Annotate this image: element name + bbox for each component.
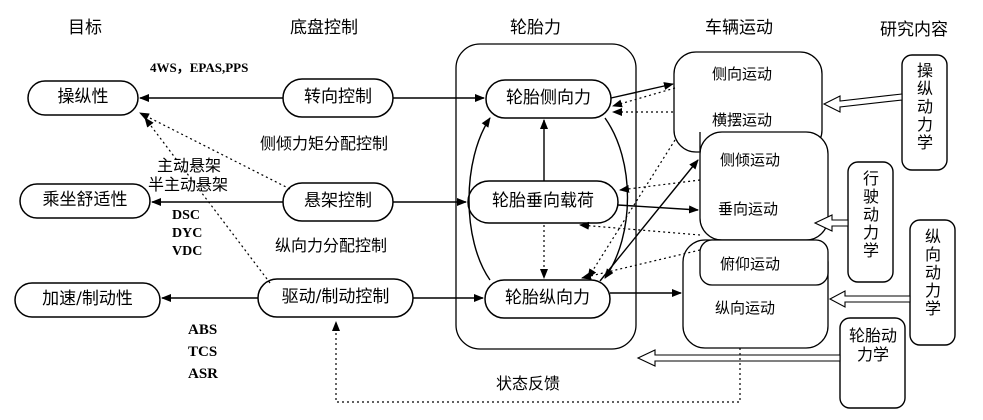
annotation-dsc: DSC <box>172 208 201 223</box>
goal-handling-label: 操纵性 <box>57 87 109 107</box>
motion-lateral-label: 侧向运动 <box>712 65 773 83</box>
annotation-abs: ABS <box>188 322 218 338</box>
goal-accel-label: 加速/制动性 <box>42 289 133 309</box>
control-susp-label: 悬架控制 <box>304 191 372 211</box>
tire-vertical-label: 轮胎垂向载荷 <box>492 191 594 211</box>
annotation-tcs: TCS <box>188 344 218 360</box>
annotation-active-suspension: 主动悬架 <box>157 156 222 175</box>
motion-yaw-label: 横摆运动 <box>712 111 773 129</box>
research-box-long <box>909 219 956 346</box>
goal-box-handling <box>27 80 139 116</box>
tire-force-group-frame <box>455 43 637 350</box>
tire-box-longitudinal <box>484 279 611 319</box>
annotation-vdc: VDC <box>172 244 203 259</box>
research-box-tire <box>839 317 906 409</box>
header-research: 研究内容 <box>880 20 948 40</box>
motion-box-roll-vert <box>699 131 829 241</box>
goal-comfort-label: 乘坐舒适性 <box>42 190 128 210</box>
annotation-state-feedback: 状态反馈 <box>496 374 561 393</box>
goal-box-accel <box>14 282 161 318</box>
research-long-label: 纵向动力学 <box>922 228 941 318</box>
tire-longitudinal-label: 轮胎纵向力 <box>505 288 590 308</box>
annotation-dyc: DYC <box>172 226 203 241</box>
motion-box-pitch-inner <box>699 239 829 286</box>
annotation-steer-systems: 4WS，EPAS,PPS <box>150 60 249 75</box>
annotation-roll-moment: 侧倾力矩分配控制 <box>260 134 389 153</box>
annotation-semi-active-suspension: 半主动悬架 <box>148 175 229 194</box>
research-ride-label: 行驶动力学 <box>860 170 879 260</box>
header-tire-force: 轮胎力 <box>510 18 561 38</box>
control-steer-label: 转向控制 <box>304 87 372 107</box>
header-goal: 目标 <box>68 18 102 38</box>
header-chassis-control: 底盘控制 <box>290 18 358 38</box>
motion-roll-label: 侧倾运动 <box>720 151 781 169</box>
research-box-handling <box>901 54 948 171</box>
header-vehicle-motion: 车辆运动 <box>705 18 773 38</box>
tire-box-lateral <box>485 79 612 119</box>
motion-longitudinal-label: 纵向运动 <box>715 299 776 317</box>
motion-pitch-label: 俯仰运动 <box>720 255 781 273</box>
annotation-long-force: 纵向力分配控制 <box>275 236 388 255</box>
tire-box-vertical <box>467 180 619 224</box>
motion-vertical-label: 垂向运动 <box>718 200 779 218</box>
research-handling-label: 操纵动力学 <box>914 62 933 152</box>
goal-box-comfort <box>19 183 151 219</box>
control-drive-label: 驱动/制动控制 <box>281 287 390 307</box>
research-tire-label: 轮胎动力学 <box>849 326 898 364</box>
annotation-asr: ASR <box>188 366 219 382</box>
tire-lateral-label: 轮胎侧向力 <box>506 88 591 108</box>
